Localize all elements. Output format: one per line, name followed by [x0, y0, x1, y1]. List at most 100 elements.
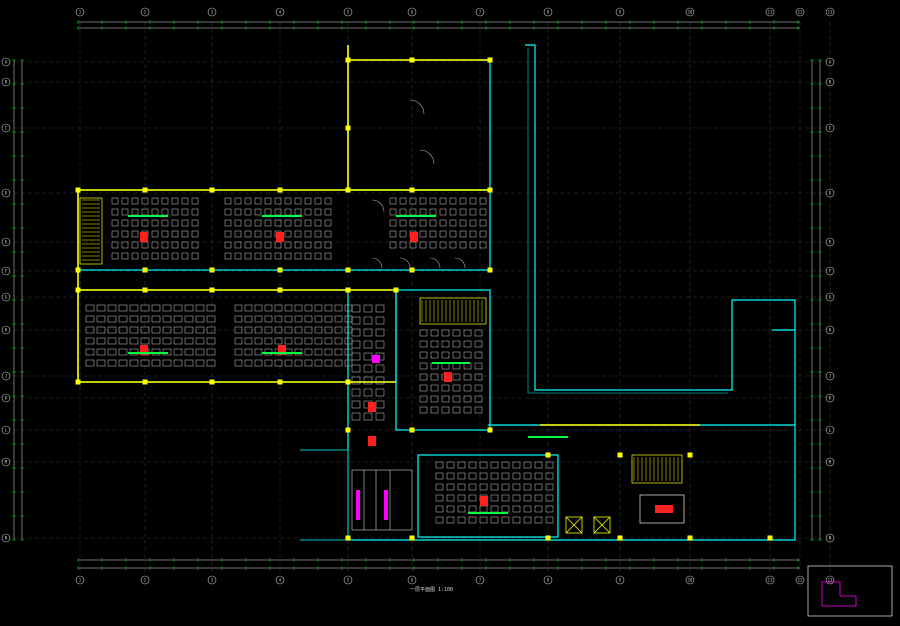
seat: [351, 328, 361, 337]
axis-bubble-column: [475, 575, 485, 585]
seat: [304, 348, 313, 356]
seat: [121, 241, 129, 249]
seat: [435, 494, 444, 502]
column: [75, 187, 81, 193]
seat: [111, 219, 119, 227]
axis-bubble-row: [1, 425, 11, 435]
seat: [171, 197, 179, 205]
seat: [224, 252, 232, 260]
column: [345, 287, 351, 293]
seat: [274, 252, 282, 260]
column: [209, 287, 215, 293]
seat: [479, 219, 487, 227]
column: [277, 267, 283, 273]
seat: [264, 359, 273, 367]
seat: [254, 337, 263, 345]
seat: [314, 219, 322, 227]
seat: [304, 315, 313, 323]
seat: [324, 208, 332, 216]
seat: [501, 516, 510, 524]
axis-bubble-label: 11: [768, 578, 773, 583]
seat: [430, 329, 439, 337]
seat: [191, 241, 199, 249]
axis-bubble-column: [343, 575, 353, 585]
seat: [244, 348, 253, 356]
seat: [419, 197, 427, 205]
seat: [490, 494, 499, 502]
axis-bubble-label: H: [5, 328, 8, 333]
seat: [439, 197, 447, 205]
seat: [96, 315, 106, 323]
seat: [264, 241, 272, 249]
axis-bubble-row: [1, 266, 11, 276]
seat: [111, 230, 119, 238]
column: [545, 452, 551, 458]
seat: [151, 304, 161, 312]
seat: [184, 337, 194, 345]
seat: [324, 230, 332, 238]
seat: [375, 376, 385, 385]
seat: [435, 461, 444, 469]
seat: [121, 230, 129, 238]
seat: [419, 406, 428, 414]
seat: [184, 315, 194, 323]
seat: [314, 230, 322, 238]
axis-bubble-label: H: [829, 328, 832, 333]
seat: [314, 337, 323, 345]
seat: [234, 208, 242, 216]
seat: [351, 376, 361, 385]
seat: [457, 516, 466, 524]
seat: [206, 337, 216, 345]
seat: [468, 461, 477, 469]
seat: [141, 219, 149, 227]
seat: [534, 505, 543, 513]
axis-bubble-column: [75, 575, 85, 585]
seat: [254, 197, 262, 205]
seat: [224, 219, 232, 227]
seat: [121, 219, 129, 227]
axis-bubble-label: 13: [828, 578, 833, 583]
seat: [375, 412, 385, 421]
seat: [430, 406, 439, 414]
axis-bubble-row: [825, 237, 835, 247]
seat: [129, 359, 139, 367]
seat: [429, 230, 437, 238]
seat: [389, 230, 397, 238]
seat: [173, 315, 183, 323]
seat: [141, 197, 149, 205]
seat: [111, 197, 119, 205]
seat: [534, 483, 543, 491]
seat: [151, 337, 161, 345]
seat: [474, 395, 483, 403]
axis-bubble-label: L: [829, 428, 832, 433]
axis-bubble-label: M: [5, 460, 8, 465]
seat: [244, 230, 252, 238]
structural-columns: [75, 57, 773, 541]
seat: [206, 359, 216, 367]
seat: [244, 326, 253, 334]
seat: [184, 359, 194, 367]
seat: [452, 329, 461, 337]
seat: [334, 315, 343, 323]
seat: [294, 241, 302, 249]
axis-bubble-column: [207, 7, 217, 17]
axis-bubble-row: [1, 292, 11, 302]
seat: [463, 351, 472, 359]
axis-bubble-label: 5: [347, 10, 350, 15]
seat: [85, 326, 95, 334]
seat: [162, 359, 172, 367]
seat: [375, 388, 385, 397]
seat: [224, 230, 232, 238]
seat: [304, 208, 312, 216]
axis-bubble-row: [825, 457, 835, 467]
seat: [85, 359, 95, 367]
axis-bubble-label: F: [5, 269, 8, 274]
seat: [409, 219, 417, 227]
seat: [284, 337, 293, 345]
seat: [294, 337, 303, 345]
axis-bubble-row: [825, 393, 835, 403]
column: [142, 379, 148, 385]
seat: [191, 230, 199, 238]
axis-bubble-column: [765, 575, 775, 585]
seat: [181, 230, 189, 238]
